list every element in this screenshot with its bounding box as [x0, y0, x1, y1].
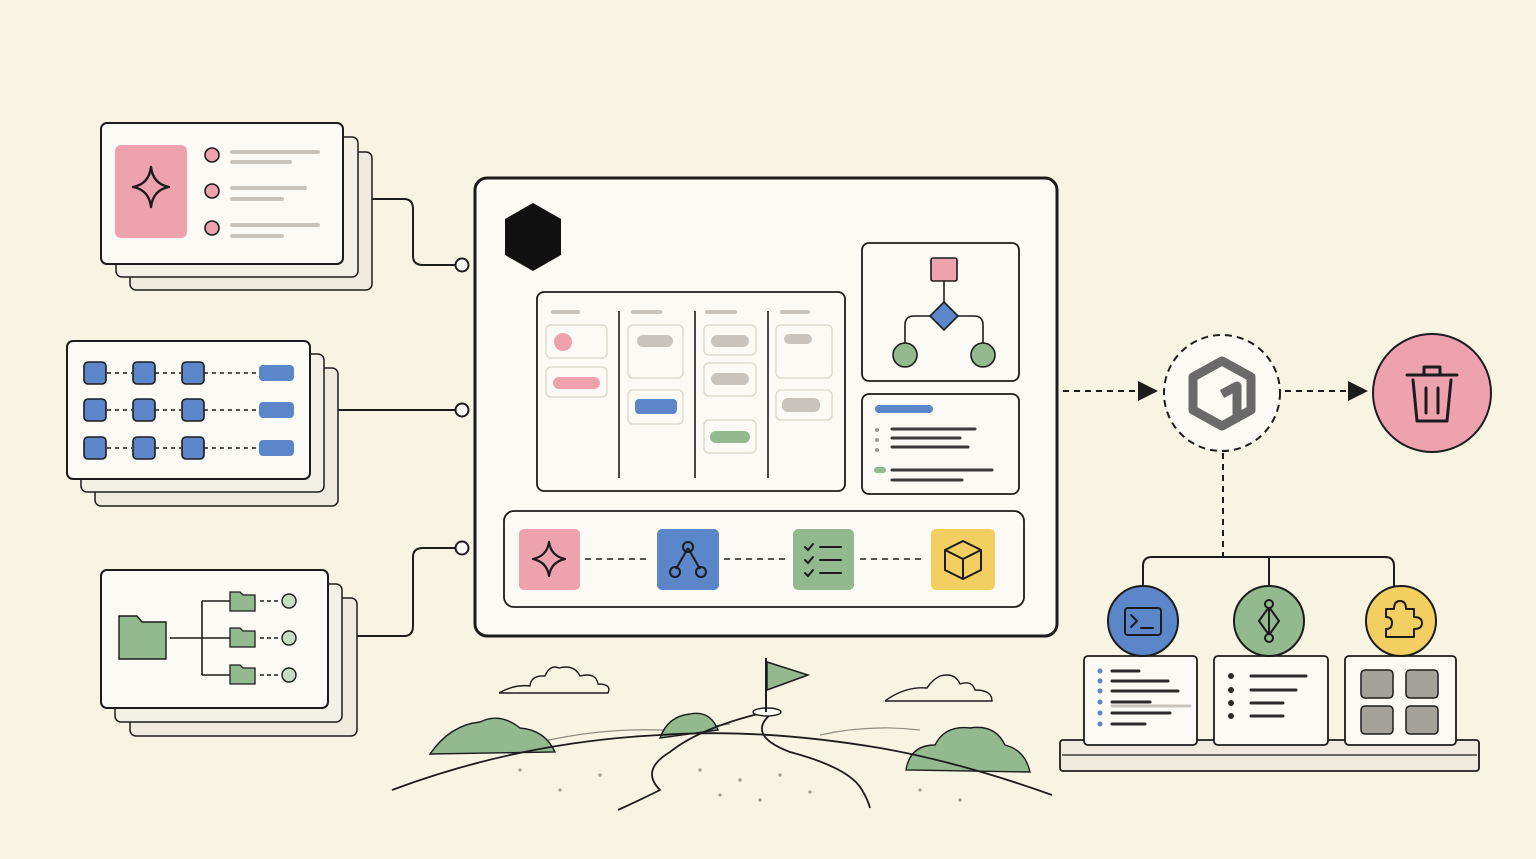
- hexagon-outline-icon: [1188, 356, 1256, 431]
- graph-nodes-icon: [669, 541, 707, 578]
- puzzle-icon: [1385, 600, 1423, 638]
- hexagon-logo-icon: [505, 203, 561, 271]
- terminal-icon: [1124, 607, 1162, 636]
- cube-icon: [944, 540, 982, 580]
- flag-icon: [752, 658, 811, 717]
- sparkle-icon: [131, 165, 171, 209]
- hub-node: [1163, 334, 1281, 452]
- source-connectors: [338, 198, 455, 637]
- connector-port: [454, 257, 470, 273]
- cloud-icon: [498, 666, 610, 694]
- flowchart-icon: [892, 257, 996, 368]
- trash-icon: [1405, 365, 1459, 423]
- log-card: [861, 393, 1020, 495]
- checklist-icon: [804, 543, 842, 578]
- cloud-icon: [884, 674, 993, 702]
- flowchart-card: [861, 242, 1020, 382]
- source-card-folder-tree: [100, 569, 358, 737]
- source-card-node-grid: [66, 340, 339, 507]
- git-branch-icon: [1258, 599, 1280, 643]
- trash-node: [1372, 333, 1492, 453]
- kanban-board: [536, 291, 846, 492]
- tool-platform: [1059, 585, 1480, 772]
- landscape-decor: [391, 658, 1053, 811]
- main-app-panel: [473, 176, 1059, 638]
- connector-port: [454, 540, 470, 556]
- pipeline-strip: [503, 510, 1025, 608]
- source-card-sparkle: [100, 122, 373, 291]
- connector-port: [454, 402, 470, 418]
- folder-tree-icon: [118, 591, 297, 685]
- node-grid-icon: [83, 361, 294, 460]
- bush-icon: [905, 726, 1031, 773]
- sparkle-icon: [531, 540, 567, 578]
- path-icon: [617, 712, 763, 811]
- tool-tree-connectors: [1142, 453, 1395, 588]
